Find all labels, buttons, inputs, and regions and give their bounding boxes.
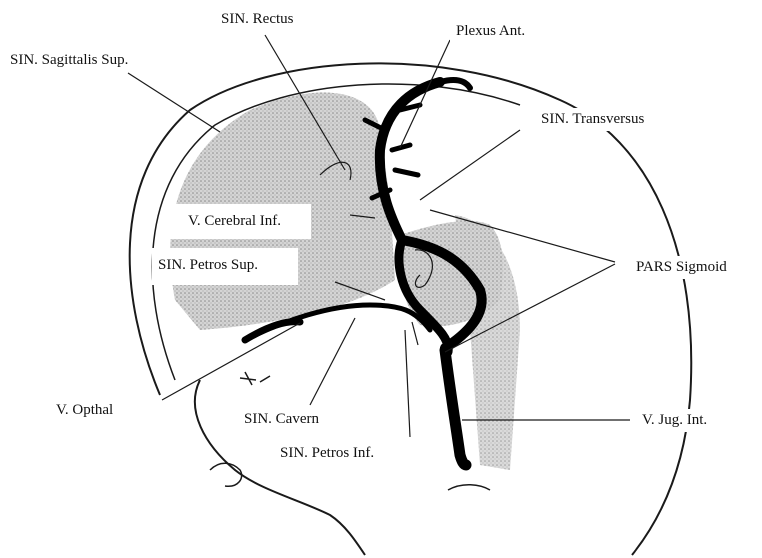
leader-sinus-petros-inf-a	[405, 330, 410, 437]
leader-sinus-sagittalis-sup	[128, 73, 220, 132]
label-sinus-petros-sup: SIN. Petros Sup.	[152, 248, 298, 285]
label-v-cerebral-inf: V. Cerebral Inf.	[168, 204, 311, 239]
leader-sinus-cavern	[310, 318, 355, 405]
label-v-opthal: V. Opthal	[50, 399, 119, 422]
label-sinus-cavern: SIN. Cavern	[238, 408, 325, 431]
label-pars-sigmoid: PARS Sigmoid	[630, 256, 733, 279]
ear-mark	[448, 485, 490, 490]
leader-sinus-transversus	[420, 130, 520, 200]
label-plexus-ant: Plexus Ant.	[450, 20, 531, 43]
leader-v-opthal	[162, 323, 300, 400]
jugular-vein	[445, 350, 466, 465]
label-sinus-transversus: SIN. Transversus	[535, 108, 650, 131]
nose-profile	[210, 463, 242, 486]
label-sinus-petros-inf: SIN. Petros Inf.	[262, 442, 384, 475]
label-v-jug-int: V. Jug. Int.	[636, 409, 713, 432]
label-sinus-rectus: SIN. Rectus	[215, 8, 300, 31]
cervical-region	[455, 215, 520, 470]
eye-mark	[240, 372, 270, 385]
leader-sinus-petros-inf-b	[412, 322, 418, 345]
ophthalmic-vessel	[245, 322, 300, 340]
label-sinus-sagittalis-sup: SIN. Sagittalis Sup.	[4, 49, 134, 72]
